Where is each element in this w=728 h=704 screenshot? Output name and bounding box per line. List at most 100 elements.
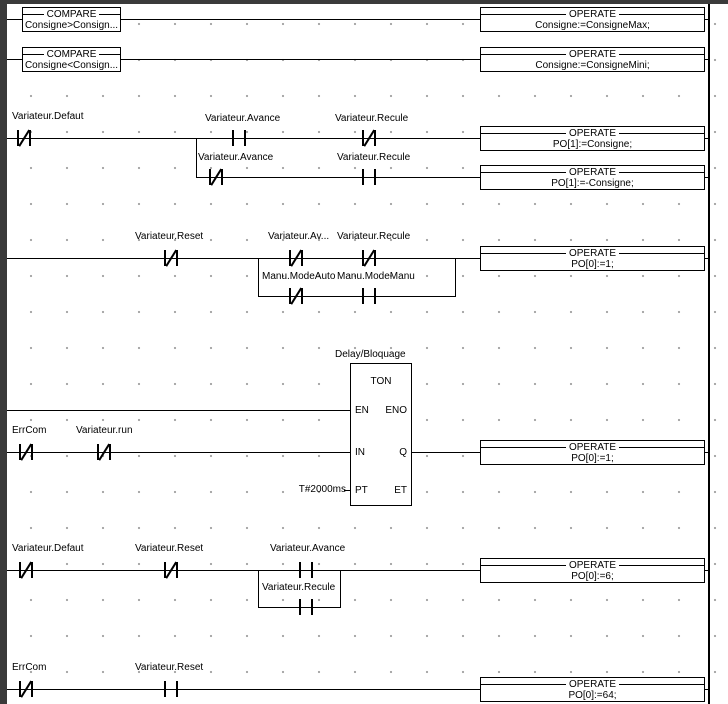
wire [7,689,480,690]
operate-block-consigne-mini[interactable]: OPERATE Consigne:=ConsigneMini; [480,47,705,72]
contact-variateur-recule[interactable] [357,169,381,185]
wire [7,258,480,259]
contact-bar-right [374,250,376,266]
branch-wire [196,138,197,178]
contact-label: Variateur.Defaut [12,111,84,122]
operate-block-po1-neg-consigne[interactable]: OPERATE PO[1]:=-Consigne; [480,165,705,190]
contact-bar-left [232,130,234,146]
negated-contact-variateur-defaut[interactable] [14,561,38,579]
wire [705,258,708,259]
block-expression: PO[0]:=6; [571,571,614,582]
negated-contact-variateur-reset[interactable] [159,249,183,267]
contact-label: Variateur.Defaut [12,543,84,554]
block-title: OPERATE [481,9,704,20]
contact-bar-left [17,130,19,146]
branch-wire [258,570,259,608]
contact-label: Variateur.Reset [135,662,204,673]
wire [7,570,480,571]
contact-bar-left [19,444,21,460]
wire [705,452,708,453]
operate-block-po0-64[interactable]: OPERATE PO[0]:=64; [480,677,705,702]
operate-block-po0-6[interactable]: OPERATE PO[0]:=6; [480,558,705,583]
compare-block-max[interactable]: COMPARE Consigne>Consign... [22,7,121,32]
negated-contact-errcom[interactable] [14,680,38,698]
negated-contact-variateur-recule[interactable] [357,249,381,267]
negated-contact-manu-modeauto[interactable] [284,287,308,305]
wire-en [7,410,350,411]
branch-wire [455,258,456,297]
wire [121,19,480,20]
contact-bar-left [362,288,364,304]
contact-label: Manu.ModeManu [337,271,415,282]
contact-bar-left [164,681,166,697]
negated-contact-variateur-run[interactable] [92,443,116,461]
contact-slash [363,129,375,147]
operate-block-po0-1b[interactable]: OPERATE PO[0]:=1; [480,440,705,465]
contact-bar-right [221,169,223,185]
operate-block-po0-1a[interactable]: OPERATE PO[0]:=1; [480,246,705,271]
timer-instance-label: Delay/Bloquage [335,349,406,360]
contact-slash [290,287,302,305]
contact-bar-left [97,444,99,460]
contact-variateur-avance[interactable] [227,130,251,146]
block-expression: Consigne:=ConsigneMax; [535,20,650,31]
negated-contact-variateur-avance[interactable] [284,249,308,267]
block-title: OPERATE [481,128,704,139]
operate-block-po1-consigne[interactable]: OPERATE PO[1]:=Consigne; [480,126,705,151]
negated-contact-variateur-reset[interactable] [159,561,183,579]
contact-slash [20,680,32,698]
block-title: OPERATE [481,49,704,60]
wire-q [412,452,480,453]
block-title-text: COMPARE [46,8,97,20]
block-title-text: OPERATE [568,559,617,571]
contact-variateur-reset[interactable] [159,681,183,697]
block-title-text: OPERATE [568,48,617,60]
compare-block-min[interactable]: COMPARE Consigne<Consign... [22,47,121,72]
contact-label: Variateur.run [76,425,133,436]
contact-bar-left [209,169,211,185]
contact-bar-right [301,288,303,304]
contact-manu-modemanu[interactable] [357,288,381,304]
contact-bar-right [176,681,178,697]
block-title: OPERATE [481,442,704,453]
wire-in [7,452,350,453]
contact-bar-left [19,562,21,578]
contact-bar-left [164,250,166,266]
contact-bar-right [374,169,376,185]
block-title: OPERATE [481,560,704,571]
contact-slash [20,443,32,461]
operate-block-consigne-max[interactable]: OPERATE Consigne:=ConsigneMax; [480,7,705,32]
contact-slash [290,249,302,267]
contact-label: Variateur.Recule [262,582,336,593]
block-expression: PO[1]:=Consigne; [552,139,633,150]
contact-slash [165,249,177,267]
contact-label: ErrCom [12,662,47,673]
negated-contact-variateur-avance[interactable] [204,168,228,186]
block-expression: Consigne<Consign... [24,60,119,71]
contact-variateur-recule[interactable] [294,599,318,615]
ton-timer-block[interactable]: TON EN ENO IN Q PT ET [350,363,412,506]
block-title-text: OPERATE [568,127,617,139]
contact-bar-right [311,562,313,578]
contact-label: Variateur.Recule [337,152,411,163]
block-title: COMPARE [23,9,120,20]
contact-bar-right [31,444,33,460]
contact-label: Manu.ModeAuto [262,271,336,282]
contact-bar-right [176,250,178,266]
block-title: COMPARE [23,49,120,60]
contact-variateur-avance[interactable] [294,562,318,578]
contact-bar-right [109,444,111,460]
contact-label: Variateur.Av... [268,231,330,242]
contact-label: Variateur.Reset [135,231,204,242]
contact-bar-left [299,599,301,615]
negated-contact-variateur-recule[interactable] [357,129,381,147]
negated-contact-variateur-defaut[interactable] [12,129,36,147]
window-top-edge [0,0,728,4]
contact-bar-left [164,562,166,578]
wire [705,177,708,178]
contact-label: Variateur.Avance [270,543,346,554]
block-title: OPERATE [481,248,704,259]
negated-contact-errcom[interactable] [14,443,38,461]
wire [705,689,708,690]
